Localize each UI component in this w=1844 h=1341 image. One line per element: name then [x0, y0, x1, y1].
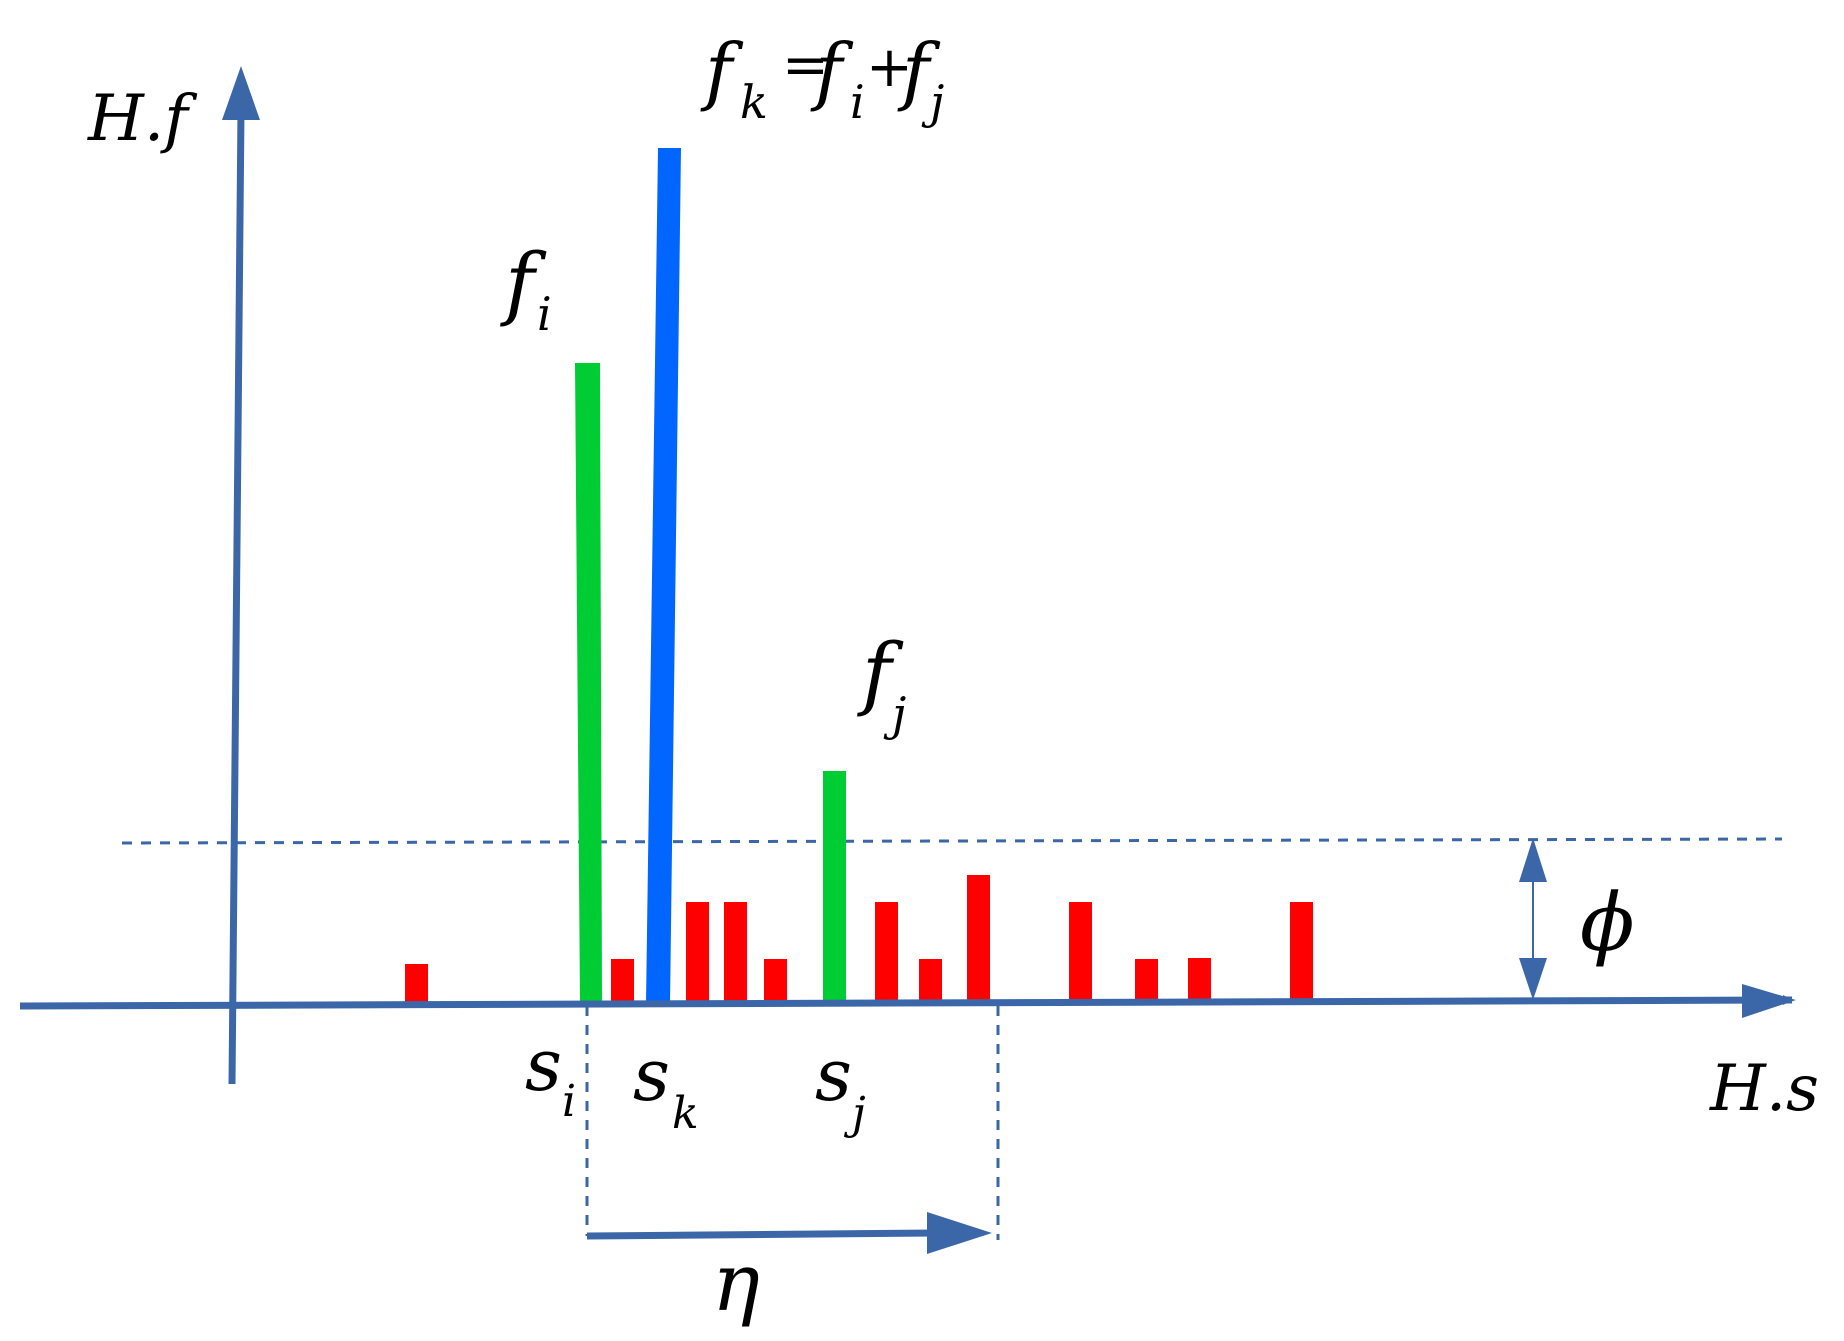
phi-arrow — [1519, 838, 1547, 1000]
sum-bar-fk — [646, 148, 681, 1004]
noise-bar — [405, 964, 428, 1006]
noise-bar — [686, 902, 709, 1004]
fi-label: f i — [500, 236, 552, 341]
x-axis — [19, 995, 1793, 1010]
svg-text:i: i — [562, 1076, 576, 1127]
svg-text:i: i — [537, 287, 552, 341]
eta-bracket — [585, 1006, 1000, 1254]
fj-label: f j — [857, 626, 906, 741]
noise-bar — [611, 959, 634, 1004]
y-axis — [228, 109, 245, 1085]
svg-text:+: + — [866, 35, 913, 100]
x-axis-arrowhead — [1742, 984, 1796, 1018]
noise-bar — [1069, 902, 1092, 1004]
noise-bar — [875, 902, 898, 1004]
y-axis-label: H.f — [87, 82, 198, 156]
svg-text:s: s — [633, 1033, 670, 1117]
sj-label: s j — [815, 1033, 866, 1139]
x-axis-label: H.s — [1709, 1052, 1819, 1126]
noise-bar — [764, 959, 787, 1004]
source-bars — [575, 363, 846, 1004]
si-label: s i — [525, 1023, 576, 1127]
y-axis-arrowhead — [222, 66, 260, 120]
noise-bar — [967, 875, 990, 1004]
source-bar-fj — [823, 771, 846, 1004]
svg-text:k: k — [740, 75, 768, 129]
noise-bars — [405, 875, 1313, 1006]
noise-bar — [1188, 958, 1211, 1004]
svg-text:f: f — [700, 28, 744, 114]
svg-text:s: s — [815, 1033, 852, 1117]
svg-text:f: f — [810, 28, 854, 114]
svg-text:=: = — [782, 33, 829, 98]
fk-equation: f k = f i + f j — [700, 28, 944, 129]
source-bar-fi — [575, 363, 602, 1004]
eta-label: η — [712, 1236, 760, 1329]
sk-label: s k — [633, 1033, 699, 1139]
noise-bar — [1135, 959, 1158, 1004]
phi-label: ϕ — [1580, 876, 1635, 969]
noise-bar — [919, 959, 942, 1004]
svg-text:s: s — [525, 1023, 562, 1107]
noise-bar — [1290, 902, 1313, 1004]
svg-text:k: k — [672, 1088, 699, 1139]
svg-text:i: i — [850, 75, 865, 129]
noise-bar — [724, 902, 747, 1004]
